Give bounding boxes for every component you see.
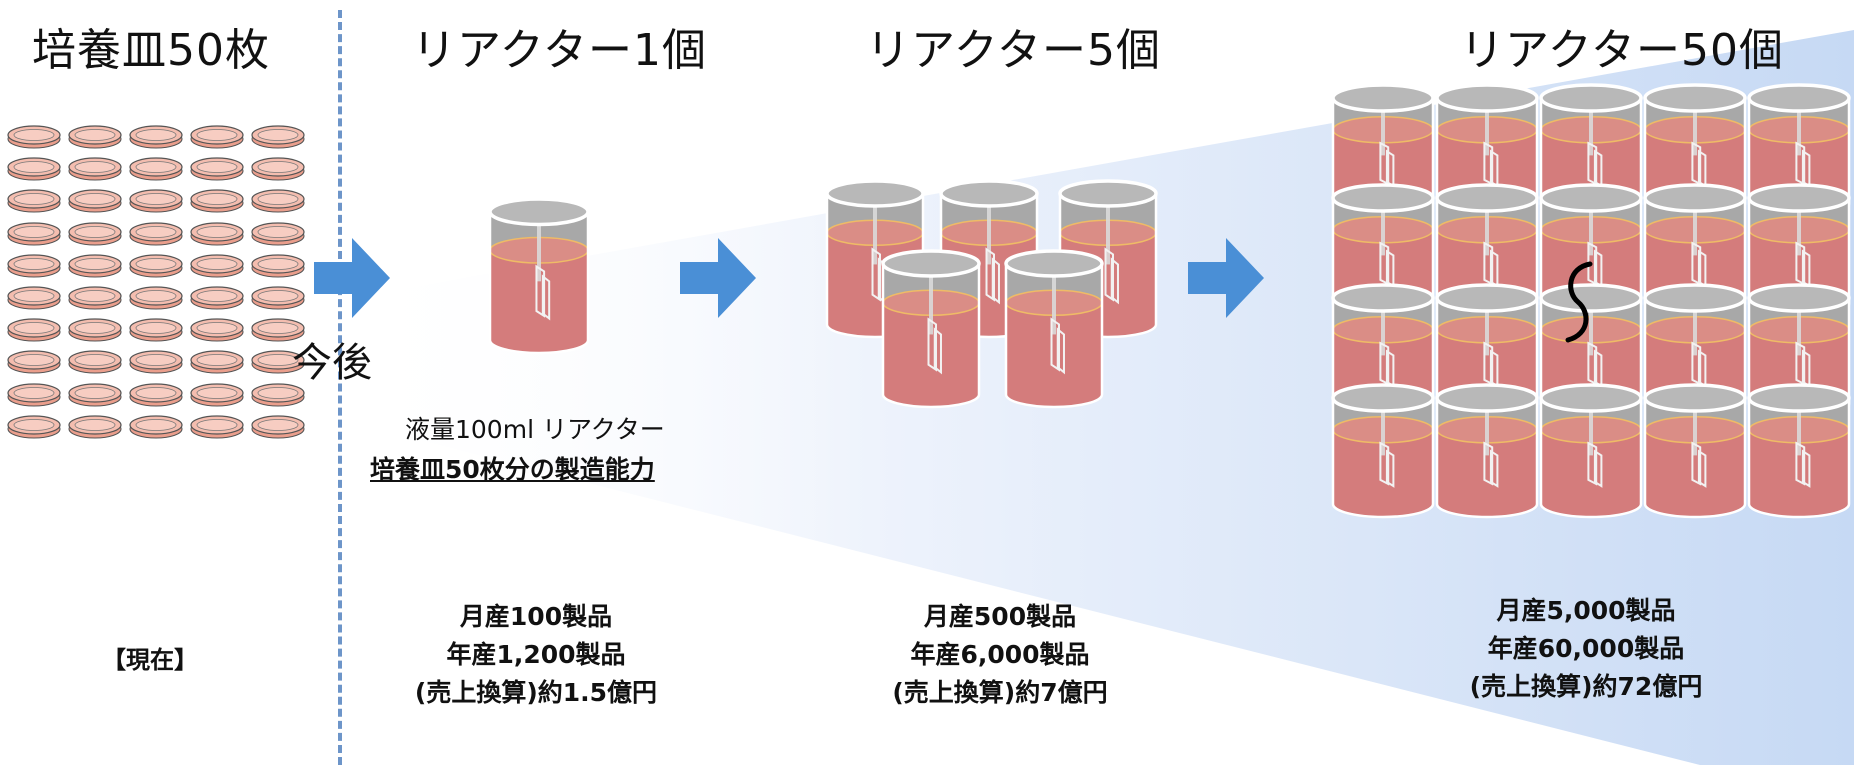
current-future-divider: [338, 10, 342, 765]
petri-dish-icon: [67, 285, 123, 310]
petri-dish-icon: [250, 156, 306, 181]
petri-dish-icon: [67, 349, 123, 374]
bioreactor-icon: [1642, 382, 1748, 520]
petri-dish-icon: [67, 156, 123, 181]
monthly-production: 月産100製品: [459, 602, 613, 631]
petri-dish-icon: [250, 188, 306, 213]
heading-reactor-1: リアクター1個: [412, 25, 708, 76]
bioreactor-icon: [487, 196, 591, 356]
petri-dish-icon: [67, 382, 123, 407]
petri-dish-icon: [6, 285, 62, 310]
petri-dish-icon: [189, 156, 245, 181]
bioreactor-icon: [1538, 382, 1644, 520]
petri-dish-icon: [6, 221, 62, 246]
petri-dish-icon: [250, 285, 306, 310]
petri-dish-icon: [250, 317, 306, 342]
annual-production: 年産6,000製品: [910, 640, 1090, 669]
petri-dish-icon: [189, 221, 245, 246]
omission-mark-icon: [1565, 261, 1593, 343]
petri-dish-icon: [128, 317, 184, 342]
petri-dish-icon: [250, 124, 306, 149]
petri-dish-icon: [128, 156, 184, 181]
petri-dish-icon: [128, 349, 184, 374]
petri-dish-icon: [128, 285, 184, 310]
petri-dish-icon: [189, 285, 245, 310]
petri-dish-grid: [0, 0, 320, 490]
reactor-capacity-caption: 培養皿50枚分の製造能力: [370, 455, 655, 484]
petri-dish-icon: [128, 414, 184, 439]
arrow-right-icon: [1186, 236, 1266, 320]
petri-dish-icon: [128, 253, 184, 278]
petri-dish-icon: [67, 317, 123, 342]
petri-dish-icon: [6, 124, 62, 149]
petri-dish-icon: [189, 349, 245, 374]
petri-dish-icon: [189, 124, 245, 149]
petri-dish-icon: [6, 253, 62, 278]
petri-dish-icon: [250, 221, 306, 246]
bioreactor-icon: [1003, 248, 1105, 410]
stats-reactor-1: 月産100製品 年産1,200製品 (売上換算)約1.5億円: [378, 598, 694, 712]
monthly-production: 月産500製品: [923, 602, 1077, 631]
heading-reactor-5: リアクター5個: [866, 25, 1162, 76]
arrow-right-icon: [312, 236, 392, 320]
petri-dish-icon: [6, 382, 62, 407]
annual-production: 年産1,200製品: [446, 640, 626, 669]
petri-dish-icon: [6, 156, 62, 181]
sales-estimate: (売上換算)約1.5億円: [414, 678, 658, 707]
petri-dish-icon: [250, 349, 306, 374]
petri-dish-icon: [128, 382, 184, 407]
petri-dish-icon: [67, 188, 123, 213]
petri-dish-icon: [6, 188, 62, 213]
petri-dish-icon: [128, 221, 184, 246]
sales-estimate: (売上換算)約72億円: [1469, 672, 1703, 701]
future-label: 今後: [292, 340, 372, 386]
petri-dish-icon: [67, 253, 123, 278]
petri-dish-icon: [128, 124, 184, 149]
petri-dish-icon: [250, 414, 306, 439]
heading-dishes: 培養皿50枚: [32, 25, 270, 76]
petri-dish-icon: [6, 317, 62, 342]
petri-dish-icon: [6, 414, 62, 439]
sales-estimate: (売上換算)約7億円: [892, 678, 1108, 707]
petri-dish-icon: [67, 414, 123, 439]
petri-dish-icon: [189, 188, 245, 213]
annual-production: 年産60,000製品: [1487, 634, 1685, 663]
petri-dish-icon: [250, 382, 306, 407]
bioreactor-icon: [1434, 382, 1540, 520]
petri-dish-icon: [250, 253, 306, 278]
petri-dish-icon: [189, 317, 245, 342]
stats-reactor-50: 月産5,000製品 年産60,000製品 (売上換算)約72億円: [1428, 592, 1744, 706]
petri-dish-icon: [128, 188, 184, 213]
monthly-production: 月産5,000製品: [1496, 596, 1676, 625]
heading-reactor-50: リアクター50個: [1460, 25, 1785, 76]
petri-dish-icon: [189, 414, 245, 439]
petri-dish-icon: [189, 382, 245, 407]
bioreactor-icon: [1746, 382, 1852, 520]
bioreactor-icon: [880, 248, 982, 410]
petri-dish-icon: [67, 124, 123, 149]
petri-dish-icon: [67, 221, 123, 246]
petri-dish-icon: [189, 253, 245, 278]
bioreactor-icon: [1330, 382, 1436, 520]
petri-dish-icon: [6, 349, 62, 374]
current-note: 【現在】: [102, 646, 198, 674]
arrow-right-icon: [678, 236, 758, 320]
reactor-volume-caption: 液量100ml リアクター: [405, 415, 665, 444]
stats-reactor-5: 月産500製品 年産6,000製品 (売上換算)約7億円: [842, 598, 1158, 712]
